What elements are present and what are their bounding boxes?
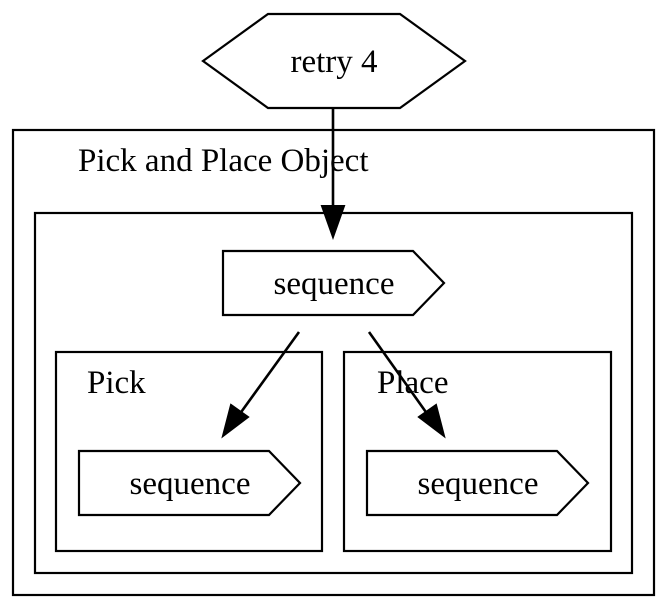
- edge-sequence-to-pick-sequence: [221, 331, 301, 439]
- sequence-node-pick-shape: [77, 449, 302, 517]
- retry-node[interactable]: retry 4: [201, 12, 467, 110]
- arrowhead-icon: [417, 403, 446, 439]
- sequence-node-main-shape: [221, 249, 446, 317]
- sequence-node-place-label: sequence: [418, 466, 539, 502]
- edge-sequence-to-place-sequence: [367, 331, 446, 439]
- retry-node-shape: [201, 12, 467, 110]
- pick-cluster: Pick: [54, 350, 324, 553]
- pick-cluster-title: Pick: [87, 365, 146, 401]
- sequence-node-place[interactable]: sequence: [365, 449, 590, 517]
- edge-retry-to-sequence: [320, 109, 346, 240]
- arrowhead-icon: [320, 205, 346, 240]
- sequence-node-place-shape: [365, 449, 590, 517]
- pick-cluster-border: [54, 350, 324, 553]
- sequence-node-pick-label: sequence: [130, 466, 251, 502]
- edge-line: [367, 331, 430, 416]
- place-cluster-border: [342, 350, 613, 553]
- arrowhead-icon: [221, 403, 250, 439]
- edge-line: [237, 331, 301, 416]
- outer-cluster-title: Pick and Place Object: [78, 143, 369, 179]
- sequence-node-pick[interactable]: sequence: [77, 449, 302, 517]
- sequence-node-main[interactable]: sequence: [221, 249, 446, 317]
- retry-node-label: retry 4: [290, 44, 377, 80]
- sequence-node-main-label: sequence: [274, 266, 395, 302]
